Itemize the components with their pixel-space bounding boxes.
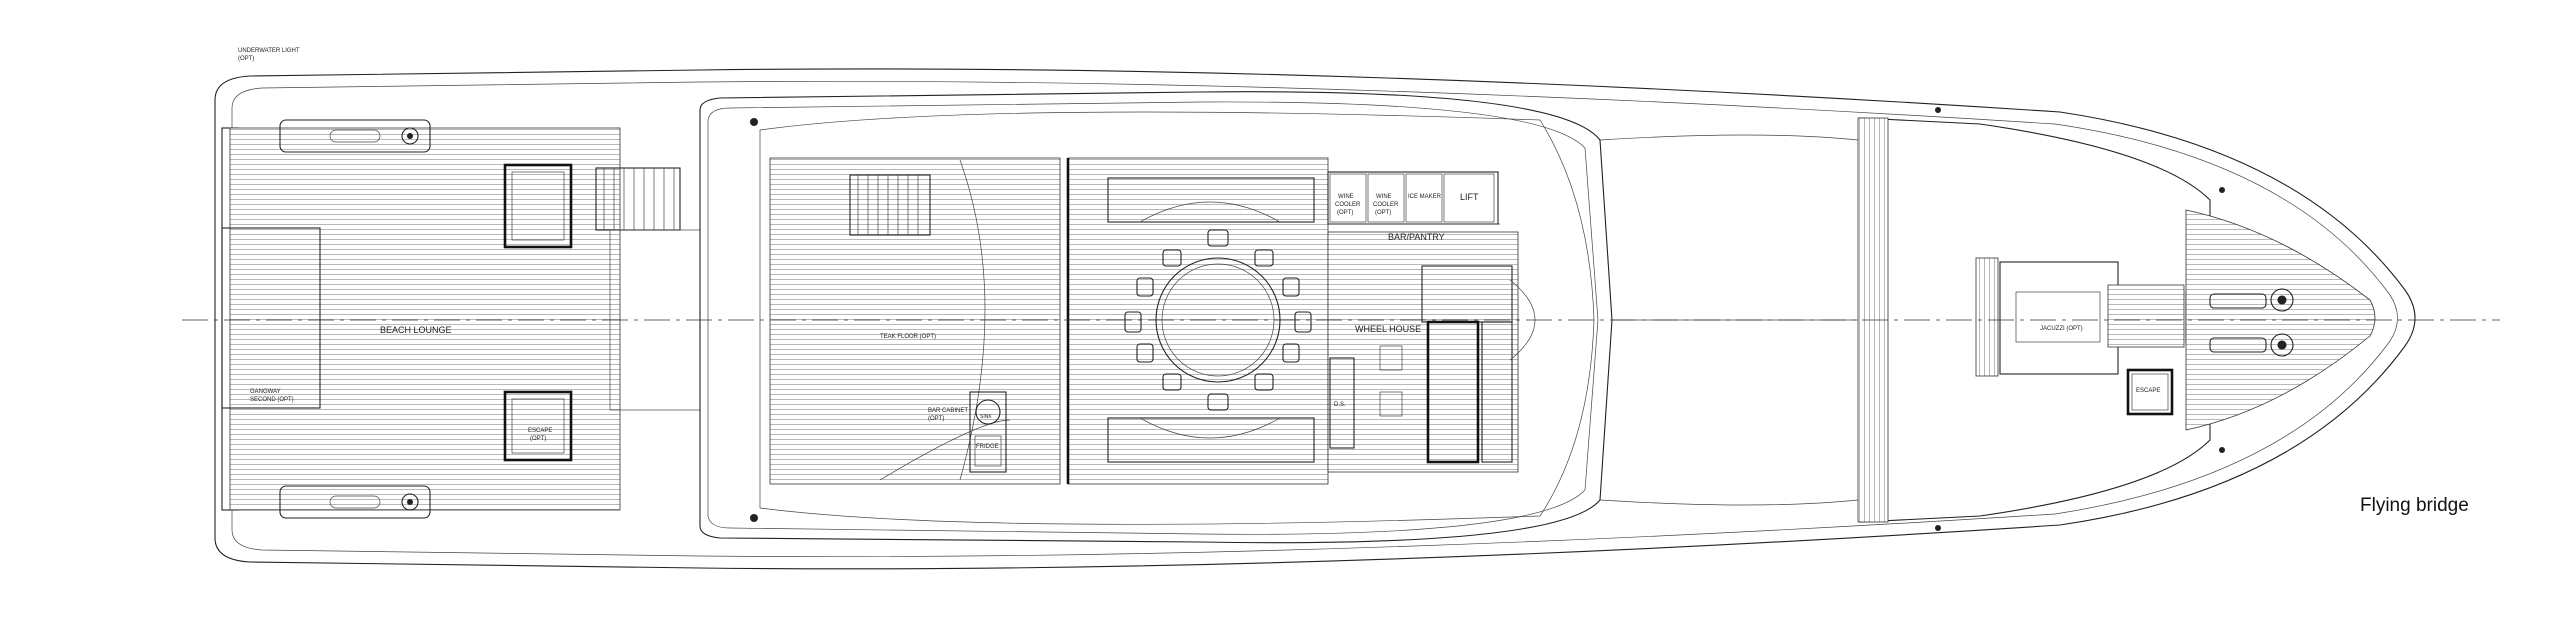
superstructure-outline bbox=[699, 91, 1613, 544]
drawing-title: Flying bridge bbox=[2360, 495, 2469, 516]
escape-hatch-aft bbox=[503, 390, 573, 462]
windlass bbox=[2209, 288, 2294, 357]
aft-hatch-top bbox=[503, 163, 573, 249]
teak-floor-label: TEAK FLOOR (OPT) bbox=[880, 334, 936, 340]
hull-outline bbox=[214, 68, 2416, 570]
ds-label: D.S. bbox=[1334, 402, 1346, 408]
wine-cooler-1-line3: (OPT) bbox=[1337, 210, 1353, 216]
beach-lounge-cushion bbox=[221, 227, 321, 409]
lift-label: LIFT bbox=[1460, 192, 1479, 202]
forward-sunpad bbox=[2107, 284, 2185, 348]
hull-inner-outline bbox=[231, 80, 2398, 558]
foredeck-outline bbox=[1859, 117, 2211, 523]
dining-deck bbox=[1067, 157, 1329, 485]
helm-console bbox=[1426, 320, 1480, 464]
sofa-aft bbox=[1107, 177, 1315, 223]
escape-hatch-fwd bbox=[2126, 368, 2174, 416]
dining-chairs bbox=[1124, 229, 1312, 411]
bar-cabinet-label: BAR CABINET bbox=[928, 408, 968, 414]
bar-pantry-label: BAR/PANTRY bbox=[1388, 232, 1445, 242]
fwd-stair bbox=[849, 174, 931, 236]
ds-cabinet bbox=[1329, 357, 1355, 449]
beach-lounge-deck bbox=[229, 127, 621, 511]
beach-lounge-label: BEACH LOUNGE bbox=[380, 325, 452, 335]
escape-aft-opt-label: (OPT) bbox=[530, 436, 546, 442]
underwater-light-label: UNDERWATER LIGHT bbox=[238, 48, 300, 54]
sink-label: SINK bbox=[980, 414, 992, 420]
wheelhouse-deck bbox=[1327, 231, 1519, 473]
wine-cooler-1-line2: COOLER bbox=[1335, 202, 1361, 208]
wine-cooler-1-label: WINE bbox=[1338, 194, 1354, 200]
bar-cabinet bbox=[969, 391, 1007, 473]
wine-cooler-2-label: WINE bbox=[1376, 194, 1392, 200]
jacuzzi-label: JACUZZI (OPT) bbox=[2040, 326, 2083, 332]
stanchions bbox=[750, 107, 2225, 531]
gangway-second-label: SECOND (OPT) bbox=[250, 397, 294, 403]
gangway-label: GANGWAY bbox=[250, 389, 281, 395]
wine-cooler-2-line3: (OPT) bbox=[1375, 210, 1391, 216]
sofa-fwd bbox=[1107, 417, 1315, 463]
wheel-house-label: WHEEL HOUSE bbox=[1355, 324, 1421, 334]
bar-cabinet-opt-label: (OPT) bbox=[928, 416, 944, 422]
aft-rail-bottom bbox=[279, 485, 431, 519]
teak-floor bbox=[769, 157, 1061, 485]
escape-aft-label: ESCAPE bbox=[528, 428, 552, 434]
wine-cooler-2-line2: COOLER bbox=[1373, 202, 1399, 208]
ice-maker-label: ICE MAKER bbox=[1408, 194, 1442, 200]
escape-fwd-label: ESCAPE bbox=[2136, 388, 2160, 394]
underwater-light-opt-label: (OPT) bbox=[238, 56, 254, 62]
aft-rail-top bbox=[279, 119, 431, 153]
fridge-label: FRIDGE bbox=[976, 444, 999, 450]
